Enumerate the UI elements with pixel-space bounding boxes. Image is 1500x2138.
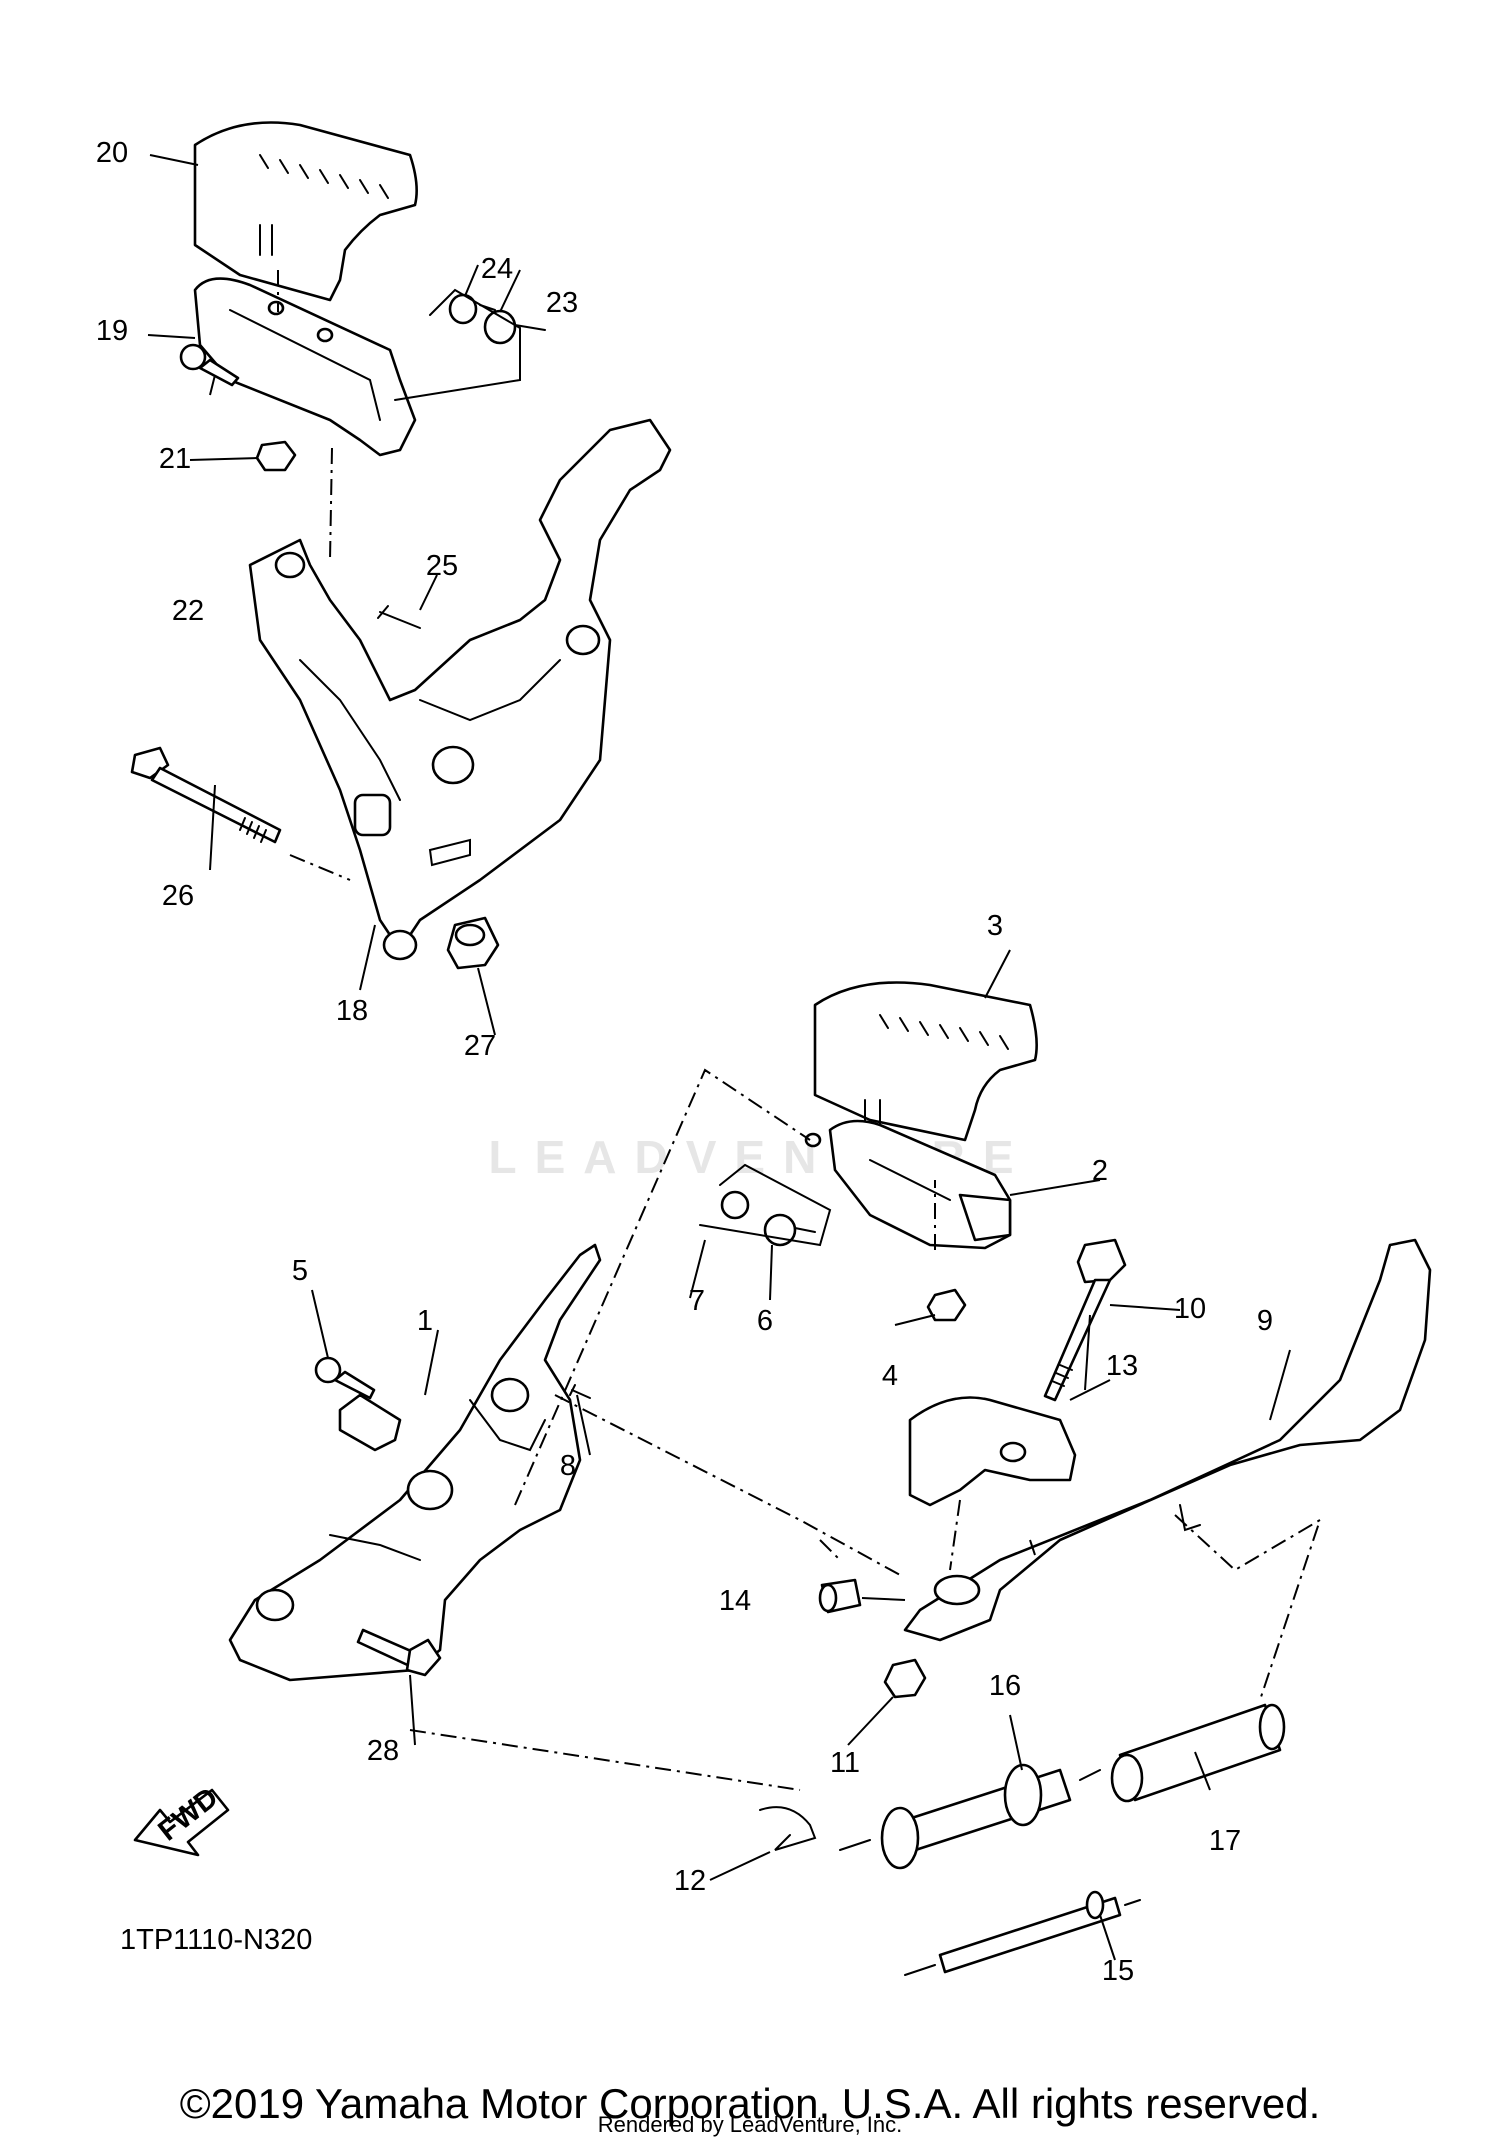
clip-12 bbox=[759, 1806, 817, 1851]
diagram-code: 1TP1110-N320 bbox=[120, 1924, 313, 1956]
callout-15: 15 bbox=[1102, 1955, 1134, 1987]
callout-26: 26 bbox=[162, 880, 194, 912]
callout-2: 2 bbox=[1092, 1155, 1108, 1187]
callout-17: 17 bbox=[1209, 1825, 1241, 1857]
callout-6: 6 bbox=[757, 1305, 773, 1337]
callout-14: 14 bbox=[719, 1585, 751, 1617]
callout-20: 20 bbox=[96, 137, 128, 169]
callout-10: 10 bbox=[1174, 1293, 1206, 1325]
bolt-26 bbox=[130, 746, 282, 844]
callout-7: 7 bbox=[689, 1285, 705, 1317]
callout-18: 18 bbox=[336, 995, 368, 1027]
rear-footrest-bracket-18 bbox=[248, 418, 672, 961]
pin-22 bbox=[179, 343, 240, 387]
bracket-13 bbox=[908, 1396, 1077, 1507]
callout-28: 28 bbox=[367, 1735, 399, 1767]
nut-4 bbox=[926, 1288, 967, 1322]
fwd-arrow-icon: FWD bbox=[133, 1782, 230, 1857]
footpeg-rubber-20 bbox=[193, 121, 418, 302]
callout-27: 27 bbox=[464, 1030, 496, 1062]
nut-27 bbox=[446, 916, 500, 970]
callout-25: 25 bbox=[426, 550, 458, 582]
washer-7 bbox=[720, 1190, 750, 1220]
sidestand-bracket-1 bbox=[228, 1243, 602, 1682]
callout-22: 22 bbox=[172, 595, 204, 627]
bracket-outline-6-7 bbox=[699, 1163, 832, 1247]
pin-5 bbox=[314, 1356, 376, 1400]
callout-3: 3 bbox=[987, 910, 1003, 942]
footpeg-2 bbox=[804, 1119, 1012, 1250]
bracket-outline-23-24 bbox=[394, 288, 521, 401]
callout-13: 13 bbox=[1106, 1350, 1138, 1382]
nut-21 bbox=[255, 440, 297, 472]
callout-16: 16 bbox=[989, 1670, 1021, 1702]
side-stand-9 bbox=[903, 1238, 1432, 1642]
callout-labels: 1234567891011121314151617181920212223242… bbox=[96, 137, 1273, 1987]
spring-16 bbox=[839, 1763, 1101, 1870]
callout-9: 9 bbox=[1257, 1305, 1273, 1337]
callout-8: 8 bbox=[560, 1450, 576, 1482]
copyright-notice: ©2019 Yamaha Motor Corporation, U.S.A. A… bbox=[179, 2080, 1321, 2127]
cotter-pin-25 bbox=[377, 605, 421, 629]
footpeg-rubber-3 bbox=[813, 981, 1038, 1142]
callout-11: 11 bbox=[830, 1747, 860, 1779]
cotter-pin-8 bbox=[569, 1384, 591, 1399]
cover-17 bbox=[1110, 1703, 1286, 1803]
bolt-10 bbox=[1043, 1238, 1127, 1402]
callout-12: 12 bbox=[674, 1865, 706, 1897]
callout-19: 19 bbox=[96, 315, 128, 347]
nut-11 bbox=[883, 1658, 927, 1699]
callout-21: 21 bbox=[159, 443, 191, 475]
spring-15 bbox=[904, 1890, 1141, 1976]
callout-4: 4 bbox=[882, 1360, 898, 1392]
footpeg-19 bbox=[193, 277, 417, 457]
callout-24: 24 bbox=[481, 253, 513, 285]
bolt-28 bbox=[356, 1628, 442, 1677]
rendered-by-notice: Rendered by LeadVenture, Inc. bbox=[597, 2112, 903, 2137]
collar-14 bbox=[818, 1578, 862, 1614]
callout-5: 5 bbox=[292, 1255, 308, 1287]
callout-23: 23 bbox=[546, 287, 578, 319]
callout-1: 1 bbox=[417, 1305, 433, 1337]
